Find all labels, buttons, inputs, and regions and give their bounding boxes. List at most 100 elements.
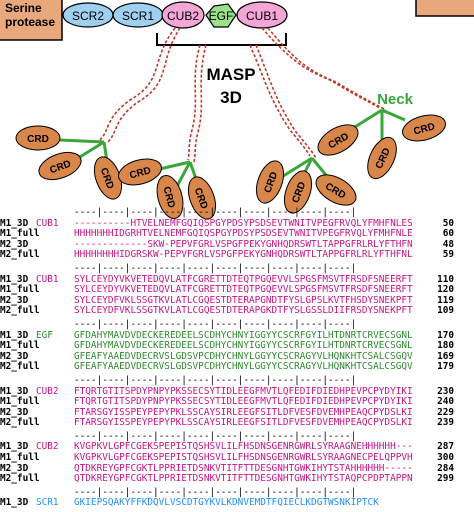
residue-count: 110	[437, 273, 454, 285]
sequence-name: M1_full	[0, 228, 40, 240]
crd-5: CRD	[156, 175, 184, 219]
crd-12: CRD	[402, 114, 446, 142]
crd-2: CRD	[38, 151, 82, 181]
sequence-name: M1_3D	[0, 497, 29, 509]
sequence: -------------SKW-PEPVFGRLVSPGFPEKYGNHQDR…	[74, 238, 413, 250]
alignment-ruler: ----|----|----|----|----|----|----|----|…	[74, 374, 357, 386]
residue-count: 50	[442, 217, 454, 229]
neck-label: Neck	[377, 91, 414, 108]
domain-label	[36, 229, 74, 240]
sequence: ----------HTVELNEMFGQIQSPGYPDSYPSDSEVTWN…	[74, 217, 413, 229]
sequence: QTDKREYGPFCGKTLPPRIETDSNKVTITFTTDESGNHTG…	[74, 473, 413, 485]
alignment-row: M1_3D SCR1 GKIEPSQAKYFFKDQVLVSCDTGYKVLKDNV…	[0, 498, 454, 509]
sequence: KVGPKVLGPFCGEKSPEPISTQSHSVLILFHSDNSGENRG…	[74, 441, 413, 453]
sequence-name: M2_3D	[0, 462, 29, 474]
domain-label: CUB2	[36, 441, 59, 453]
crd-domains: CRD CRD CRD CRD CRD CRD CRD CRD CRD CRD …	[15, 114, 446, 220]
residue-count: 229	[437, 406, 454, 418]
sequence: SYLCEYDFVKLSSGTKVLATLCGQESTDTERAPGKDTFYS…	[74, 305, 413, 317]
residue-count: 299	[437, 473, 454, 485]
cub1-label: CUB1	[246, 9, 278, 23]
serine-protease-label: Serine protease	[5, 1, 55, 29]
residue-count: 120	[437, 284, 454, 296]
alignment-ruler: ----|----|----|----|----|----|----|----|…	[74, 430, 357, 442]
sequence-name: M1_3D	[0, 441, 29, 453]
crd-7: CRD	[255, 160, 285, 204]
sequence: SYLCEYDYVKVETEDQVLATFCGRETTDTEQTPGQEVVLS…	[74, 284, 413, 296]
scr2-label: SCR2	[72, 9, 104, 23]
cub2-domain: CUB2	[161, 1, 205, 29]
alignment-ruler: ----|----|----|----|----|----|----|----|…	[74, 486, 357, 498]
alignment-ruler: ----|----|----|----|----|----|----|----|…	[74, 318, 357, 330]
domain-label	[36, 362, 74, 373]
crd-9: CRD	[315, 174, 357, 206]
alignment-ruler: ----|----|----|----|----|----|----|----|…	[74, 207, 357, 218]
cub1-domain: CUB1	[236, 1, 288, 29]
alignment-row: M1_3D EGF GFDAHYMAVDVDECKEREDEELSCDHYCHNYI…	[0, 329, 454, 342]
serine-protease-box: Serine protease	[0, 0, 63, 41]
residue-count: 179	[437, 361, 454, 373]
sequence-name: M2_full	[0, 249, 40, 261]
sequence-alignment: ----|----|----|----|----|----|----|----|…	[0, 207, 454, 512]
sequence: FTQRTGTITSPDYPNPYPKSSECSYTIDLEEGFMVTLQFE…	[74, 396, 413, 408]
domain-label	[36, 397, 74, 408]
cub2-label: CUB2	[167, 9, 199, 23]
residue-count: 48	[442, 238, 454, 250]
residue-count: 59	[442, 249, 454, 261]
sequence-name: M2_3D	[0, 350, 29, 362]
alignment-row: M2_3D GFEAFYAAEDVDECRVSLGDSVPCDHYCHNYLGGY…	[0, 350, 454, 363]
residue-count: 170	[437, 329, 454, 341]
sequence-name: M2_3D	[0, 238, 29, 250]
alignment-ruler: ----|----|----|----|----|----|----|----|…	[74, 262, 357, 274]
sequence: GFDAHYMAVDVDECKEREDEELSCDHYCHNYIGGYYCSCR…	[74, 329, 413, 341]
sequence: GFEAFYAAEDVDECRVSLGDSVPCDHYCHNYLGGYYCSCR…	[74, 361, 413, 373]
crd-8: CRD	[283, 170, 313, 214]
masp-label: MASP	[206, 65, 255, 84]
domain-label	[36, 418, 74, 429]
sequence: QTDKREYGPFCGKTLPPRIETDSNKVTITFTTDESGNHTG…	[74, 462, 413, 474]
alignment-row: M2_3D -------------SKW-PEPVFGRLVSPGFPEKYG…	[0, 238, 454, 251]
sequence-name: M1_3D	[0, 273, 29, 285]
crd-10: CRD	[317, 124, 359, 156]
domain-label: CUB1	[36, 273, 59, 285]
domain-label: SCR1	[36, 497, 59, 509]
domain-label	[36, 296, 74, 307]
sequence: SYLCEYDFVKLSSGTKVLATLCGQESTDTERAPGNDTFYS…	[74, 294, 413, 306]
masp-bracket	[156, 33, 287, 46]
crd-1: CRD	[15, 125, 61, 151]
crd-6: CRD	[187, 176, 217, 220]
sequence: GFEAFYAAEDVDECRVSLGDSVPCDHYCHNYLGGYYCSCR…	[74, 350, 413, 362]
sequence-name: M2_3D	[0, 406, 29, 418]
domain-label	[36, 250, 74, 261]
domain-label: CUB2	[36, 385, 59, 397]
sequence-name: M1_3D	[0, 385, 29, 397]
alignment-row: M2_3D SYLCEYDFVKLSSGTKVLATLCGQESTDTERAPGN…	[0, 294, 454, 307]
residue-count: 287	[437, 441, 454, 453]
alignment-row: M2_full HHHHHHHHIDGRSKW-PEPVFGRLVSPGFPEKY…	[0, 250, 454, 261]
sequence: FTARSGYISSPEYPEPYPKLSSCAYSIRLEEGFSITLDFV…	[74, 417, 413, 429]
sequence: GKIEPSQAKYFFKDQVLVSCDTGYKVLKDNVEMDTFQIEC…	[74, 497, 379, 509]
sequence: HHHHHHHHIDGRSKW-PEPVFGRLVSPGFPEKYGNHQDRS…	[74, 249, 413, 261]
sequence-name: M1_3D	[0, 217, 29, 229]
svg-text:CRD: CRD	[27, 134, 49, 145]
crd-11: CRD	[367, 136, 397, 180]
sequence: GFDAHYMAVDVDECKEREDEELSCDHYCHNYIGGYYCSCR…	[74, 340, 413, 352]
sequence-name: M1_3D	[0, 329, 29, 341]
residue-count: 60	[442, 228, 454, 240]
domain-label	[36, 306, 74, 317]
domain-label	[36, 453, 74, 464]
domain-label	[36, 474, 74, 485]
domain-label	[36, 352, 74, 363]
right-box	[415, 0, 474, 17]
sequence-name: M2_3D	[0, 294, 29, 306]
domain-label	[36, 464, 74, 475]
crd-3: CRD	[93, 156, 123, 200]
domain-label: EGF	[36, 329, 53, 341]
